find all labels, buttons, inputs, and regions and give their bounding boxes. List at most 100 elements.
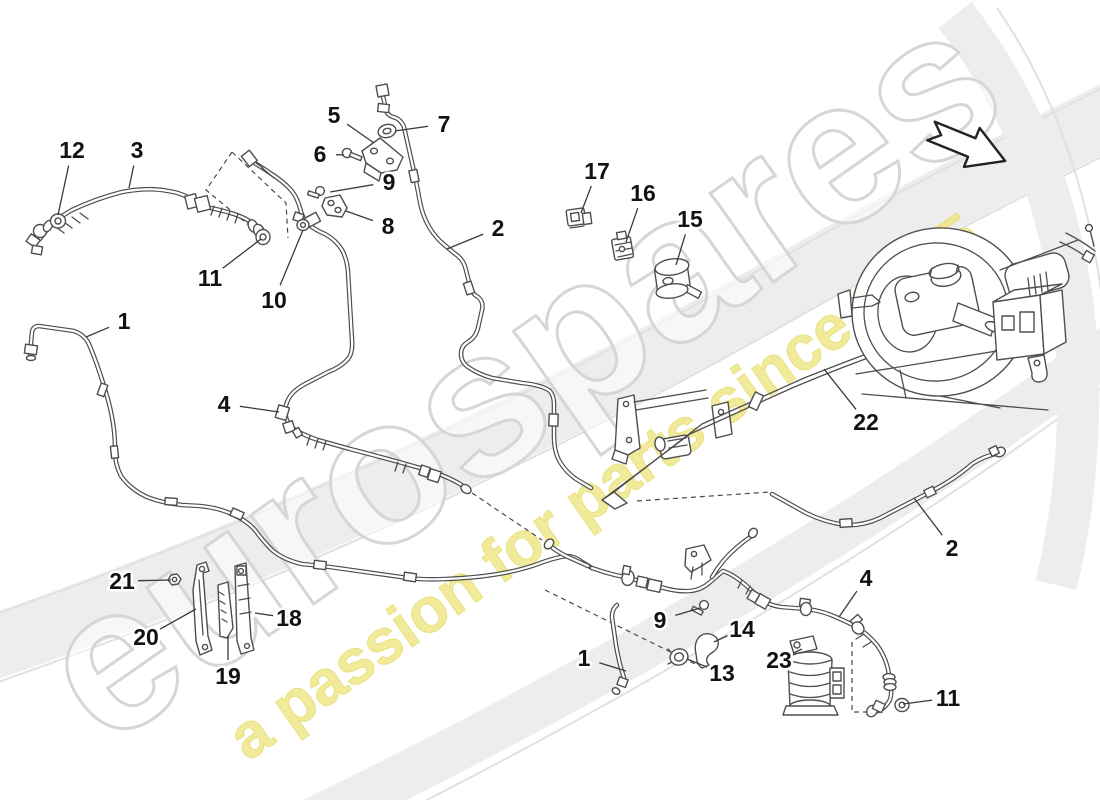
callout-2t[interactable]: 2 xyxy=(446,213,507,250)
bracket-8 xyxy=(321,194,348,218)
rubber-mount-15 xyxy=(653,258,703,299)
callout-number[interactable]: 4 xyxy=(215,389,233,420)
callout-number[interactable]: 1 xyxy=(575,643,593,674)
callout-1b[interactable]: 1 xyxy=(575,643,627,674)
callout-leader-line xyxy=(838,590,858,618)
callout-number[interactable]: 7 xyxy=(435,109,453,140)
callout-number[interactable]: 19 xyxy=(213,661,244,692)
callout-number[interactable]: 1 xyxy=(115,306,133,337)
callout-3[interactable]: 3 xyxy=(128,135,146,189)
hose-3-corrugation xyxy=(55,205,239,234)
callout-2b[interactable]: 2 xyxy=(913,497,961,564)
callout-number[interactable]: 22 xyxy=(851,407,882,438)
callout-number[interactable]: 11 xyxy=(195,263,225,294)
callout-9b[interactable]: 9 xyxy=(651,605,701,636)
callout-14[interactable]: 14 xyxy=(713,614,758,645)
callout-number[interactable]: 2 xyxy=(489,213,507,244)
callout-19[interactable]: 19 xyxy=(213,636,244,692)
callout-8[interactable]: 8 xyxy=(345,210,397,242)
vacuum-pump-23 xyxy=(782,635,845,716)
diagram-line-art xyxy=(23,83,1096,718)
callout-number[interactable]: 6 xyxy=(311,139,329,170)
callout-11t[interactable]: 11 xyxy=(195,238,262,294)
callout-number[interactable]: 12 xyxy=(57,135,88,166)
pipe-2-top-end xyxy=(375,83,391,114)
hose-4-end-elbow xyxy=(865,699,886,718)
callout-number[interactable]: 13 xyxy=(707,658,738,689)
screw-6 xyxy=(341,147,363,162)
callout-number[interactable]: 21 xyxy=(107,566,138,597)
callout-number[interactable]: 16 xyxy=(628,178,659,209)
callout-12[interactable]: 12 xyxy=(57,135,88,216)
callout-number[interactable]: 4 xyxy=(857,563,875,594)
callout-number[interactable]: 10 xyxy=(259,285,290,316)
callout-leader-line xyxy=(329,184,374,193)
servo-clevis xyxy=(837,289,881,319)
brake-servo-assembly xyxy=(837,223,1096,411)
brake-pipe-2-top xyxy=(375,83,591,488)
callout-17[interactable]: 17 xyxy=(580,156,613,214)
hose-4-clamp-left xyxy=(621,564,635,587)
callout-leader-line xyxy=(793,648,803,654)
callout-21[interactable]: 21 xyxy=(107,566,172,597)
callout-leader-line xyxy=(625,207,639,243)
callout-7[interactable]: 7 xyxy=(394,109,453,140)
callout-leader-line xyxy=(394,125,429,132)
callout-number[interactable]: 11 xyxy=(933,683,963,714)
callout-13[interactable]: 13 xyxy=(686,658,738,689)
callout-number[interactable]: 5 xyxy=(325,100,343,131)
pipe-bundle-4-top xyxy=(240,149,472,495)
hose-4-left-end xyxy=(543,538,591,569)
pipe-4-coupler xyxy=(417,464,442,484)
callout-number[interactable]: 17 xyxy=(582,156,613,187)
screw-9-bottom xyxy=(690,599,710,616)
callout-leader-line xyxy=(128,165,135,189)
callout-number[interactable]: 9 xyxy=(380,167,398,198)
callout-6[interactable]: 6 xyxy=(311,139,345,170)
callout-leader-line xyxy=(913,497,943,536)
callout-18[interactable]: 18 xyxy=(254,603,305,634)
callout-leader-line xyxy=(675,234,686,266)
callout-1t[interactable]: 1 xyxy=(85,306,133,338)
callout-10[interactable]: 10 xyxy=(259,229,304,316)
callout-number[interactable]: 3 xyxy=(128,135,146,166)
tee-fitting-10 xyxy=(292,211,322,232)
callout-16[interactable]: 16 xyxy=(625,178,659,243)
hose-3-elbow-fitting xyxy=(25,219,54,256)
hose-clamp-12 xyxy=(49,213,67,229)
nut-21 xyxy=(167,573,182,586)
screw-9-top xyxy=(306,185,326,199)
callout-20[interactable]: 20 xyxy=(131,608,197,653)
brake-pipe-1-bottom xyxy=(611,605,629,695)
callout-number[interactable]: 18 xyxy=(274,603,305,634)
callout-number[interactable]: 20 xyxy=(131,622,162,653)
callout-number[interactable]: 9 xyxy=(651,605,669,636)
callout-4l[interactable]: 4 xyxy=(215,389,280,420)
callout-leader-line xyxy=(713,635,728,643)
direction-arrow-icon xyxy=(926,120,1007,169)
callout-leader-line xyxy=(823,368,857,410)
hose-assembly-4-bottom xyxy=(543,527,897,718)
hose-clamp-11-bottom xyxy=(894,697,910,713)
callout-number[interactable]: 2 xyxy=(943,533,961,564)
callout-23[interactable]: 23 xyxy=(764,645,803,676)
hose-4-bracket xyxy=(684,544,712,580)
callout-number[interactable]: 15 xyxy=(675,204,706,235)
callout-number[interactable]: 14 xyxy=(727,614,758,645)
brake-pipe-1 xyxy=(23,326,592,583)
callout-9t[interactable]: 9 xyxy=(329,167,398,198)
callout-number[interactable]: 8 xyxy=(379,211,397,242)
y-junction-4 xyxy=(274,404,304,439)
callout-15[interactable]: 15 xyxy=(675,204,706,266)
callout-22[interactable]: 22 xyxy=(823,368,882,438)
callout-11b[interactable]: 11 xyxy=(902,683,963,714)
callout-4b[interactable]: 4 xyxy=(838,563,875,618)
callout-number[interactable]: 23 xyxy=(764,645,795,676)
callout-5[interactable]: 5 xyxy=(325,100,375,144)
callout-leader-line xyxy=(239,405,280,413)
watermark: eurospares a passion for parts since 198… xyxy=(0,0,1042,788)
callout-leader-line xyxy=(599,662,627,672)
abs-unit xyxy=(992,271,1067,361)
